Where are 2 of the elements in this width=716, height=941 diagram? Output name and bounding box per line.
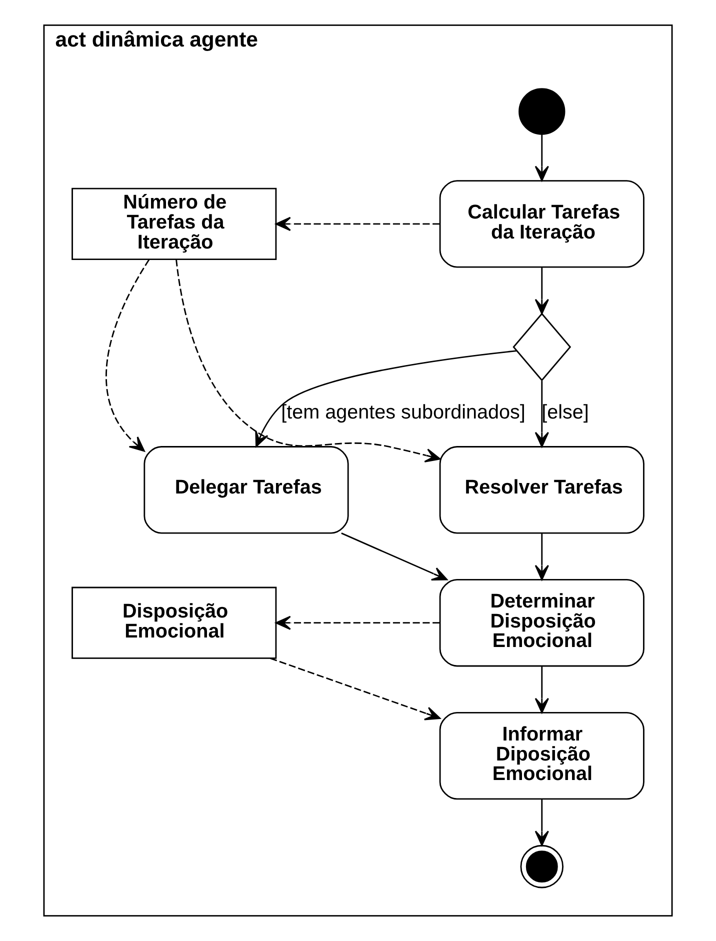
edge-label: [else] [542, 402, 589, 424]
edge-label: [tem agentes subordinados] [281, 402, 526, 424]
